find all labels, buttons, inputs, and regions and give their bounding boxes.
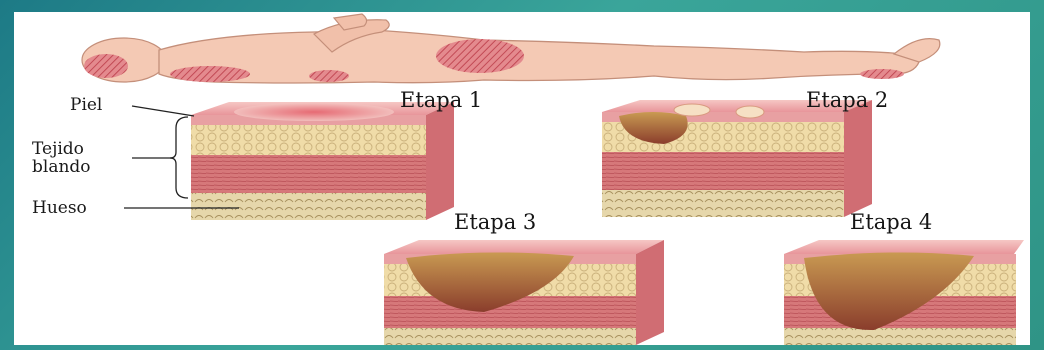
stage-1-title: Etapa 1: [400, 88, 482, 112]
pressure-ulcer-diagram: [14, 12, 1030, 345]
heel-pressure-zone: [860, 69, 904, 79]
stage-3-title: Etapa 3: [454, 210, 536, 234]
stage-4-tissue-block: [784, 240, 1024, 345]
shoulder-pressure-zone: [170, 66, 250, 82]
lying-body: [82, 14, 940, 83]
elbow-pressure-zone: [309, 70, 349, 82]
bone-label: Hueso: [32, 199, 87, 217]
stage-2-tissue-block: [602, 100, 872, 217]
torso-and-legs: [159, 30, 919, 83]
stage-3-tissue-block: [384, 240, 664, 345]
stage-4-title: Etapa 4: [850, 210, 932, 234]
soft-tissue-label-line2: blando: [32, 158, 91, 176]
head-pressure-zone: [84, 54, 128, 78]
illustration-frame: Piel Tejido blando Hueso Etapa 1 Etapa 2…: [14, 12, 1030, 345]
stage-1-tissue-block: [191, 102, 454, 220]
skin-label: Piel: [70, 96, 102, 114]
soft-tissue-label-line1: Tejido: [32, 140, 84, 158]
stage-2-title: Etapa 2: [806, 88, 888, 112]
sacrum-pressure-zone: [436, 39, 524, 73]
